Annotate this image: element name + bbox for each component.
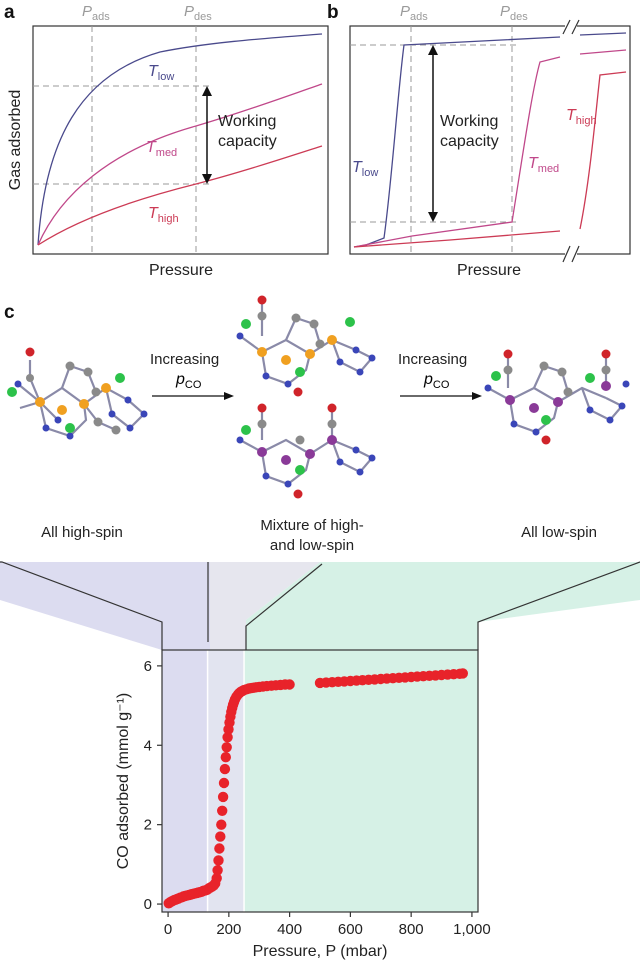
data-point — [221, 742, 232, 753]
funnel-right-outline — [477, 561, 640, 650]
x-tick-label: 200 — [216, 921, 241, 938]
panel-b-t-high-label: Thigh — [566, 107, 597, 127]
panel-a-arrow-head-bottom — [202, 174, 212, 184]
panel-b-p-des-label: Pdes — [500, 3, 528, 23]
panel-b-x-axis-title: Pressure — [457, 262, 521, 279]
panel-a-x-axis-title: Pressure — [149, 262, 213, 279]
panel-b-break-mark-top-1 — [562, 19, 571, 35]
state-label-high-spin: All high-spin — [41, 524, 123, 541]
panel-b-axis-break-gap — [565, 20, 577, 260]
increasing-pco-arrow-2: Increasing pCO — [398, 351, 482, 400]
data-point — [218, 777, 230, 789]
funnel-left-outline — [0, 561, 163, 650]
panel-b-t-low-label: Tlow — [352, 159, 378, 179]
panel-a-frame — [32, 25, 329, 255]
panel-a-y-axis-title: Gas adsorbed — [7, 90, 24, 191]
panel-b-curve-med — [353, 49, 627, 248]
data-point — [457, 668, 468, 679]
panel-b-break-mark-bottom-1 — [562, 245, 571, 263]
x-tick-label: 0 — [164, 921, 172, 938]
data-point — [219, 763, 231, 775]
x-tick-label: 1,000 — [453, 921, 491, 938]
molecule-mixture-top — [236, 295, 376, 397]
molecule-mixture-bottom — [236, 403, 376, 499]
panel-b-arrow-head-top — [428, 45, 438, 55]
x-tick-label: 600 — [338, 921, 363, 938]
panel-a-letter: a — [4, 2, 15, 23]
panel-a-p-des-label: Pdes — [184, 3, 212, 23]
y-tick-label: 6 — [144, 658, 152, 675]
panel-b-curve-high — [353, 71, 627, 248]
panel-a-working-capacity-1: Working — [218, 113, 276, 130]
chart-ticks: 0 200 400 600 800 1,000 0 2 4 6 — [144, 658, 491, 938]
panel-c-letter: c — [4, 302, 15, 323]
arrow-2-variable: pCO — [423, 371, 450, 391]
data-point — [212, 865, 223, 876]
data-point — [213, 855, 224, 866]
panel-a-curve-low — [37, 33, 323, 246]
panel-a: a Pads Pdes Tlow Tmed Thigh Working capa… — [4, 2, 329, 279]
y-tick-label: 2 — [144, 817, 152, 834]
panel-a-curve-med — [37, 83, 323, 246]
chart-points — [163, 668, 468, 909]
arrow-1-variable: pCO — [175, 371, 202, 391]
state-label-low-spin: All low-spin — [521, 524, 597, 541]
data-point — [216, 819, 227, 830]
x-tick-label: 400 — [277, 921, 302, 938]
panel-b-p-ads-label: Pads — [400, 3, 428, 23]
state-label-mixture-1: Mixture of high- — [260, 517, 363, 534]
chart-x-axis-title: Pressure, P (mbar) — [253, 943, 388, 960]
panel-b-t-med-label: Tmed — [528, 155, 559, 175]
panel-a-working-capacity-2: capacity — [218, 133, 277, 150]
data-point — [211, 873, 222, 884]
y-tick-label: 0 — [144, 896, 152, 913]
data-point — [217, 791, 229, 803]
chart-regions — [162, 650, 478, 912]
arrow-1-label: Increasing — [150, 351, 219, 368]
funnel-high-spin-region — [0, 562, 210, 650]
panel-a-t-low-label: Tlow — [148, 63, 174, 83]
panel-b-working-capacity-2: capacity — [440, 133, 499, 150]
molecule-low-spin — [484, 349, 630, 445]
chart-y-axis-title: CO adsorbed (mmol g⁻¹) — [115, 693, 132, 870]
panel-a-t-med-label: Tmed — [146, 139, 177, 159]
state-label-mixture-2: and low-spin — [270, 537, 354, 554]
chart-frame — [161, 649, 479, 913]
molecule-high-spin — [7, 347, 148, 440]
chart-region-high-spin — [162, 650, 208, 912]
funnel-low-spin-region — [246, 562, 640, 650]
panel-b-working-capacity-1: Working — [440, 113, 498, 130]
panel-a-curve-high — [37, 145, 323, 246]
co-adsorption-chart: 0 200 400 600 800 1,000 0 2 4 6 Pressure, P (mbar… — [115, 649, 491, 960]
panel-c: c Increasing pCO — [0, 295, 640, 650]
panel-b-break-mark-bottom-2 — [571, 245, 580, 263]
panel-a-p-ads-label: Pads — [82, 3, 110, 23]
panel-b: b Pads Pdes Tlow Tmed Thigh Working capa… — [327, 2, 631, 279]
data-point — [217, 805, 228, 816]
data-point — [220, 752, 231, 763]
panel-a-t-high-label: Thigh — [148, 205, 179, 225]
arrow-2-label: Increasing — [398, 351, 467, 368]
panel-b-curve-low — [353, 32, 627, 248]
panel-a-arrow-head-top — [202, 86, 212, 96]
increasing-pco-arrow-1: Increasing pCO — [150, 351, 234, 400]
funnel-mixture-region — [210, 562, 320, 650]
y-tick-label: 4 — [144, 737, 152, 754]
data-point — [214, 843, 225, 854]
panel-b-arrow-head-bottom — [428, 212, 438, 222]
data-point — [222, 732, 233, 743]
x-tick-label: 800 — [399, 921, 424, 938]
panel-b-break-mark-top-2 — [571, 19, 580, 35]
panel-b-letter: b — [327, 2, 339, 23]
data-point — [284, 679, 295, 690]
data-point — [215, 831, 226, 842]
funnel-inner-outline — [245, 563, 323, 650]
panel-b-frame — [349, 25, 631, 255]
chart-region-low-spin — [244, 650, 478, 912]
